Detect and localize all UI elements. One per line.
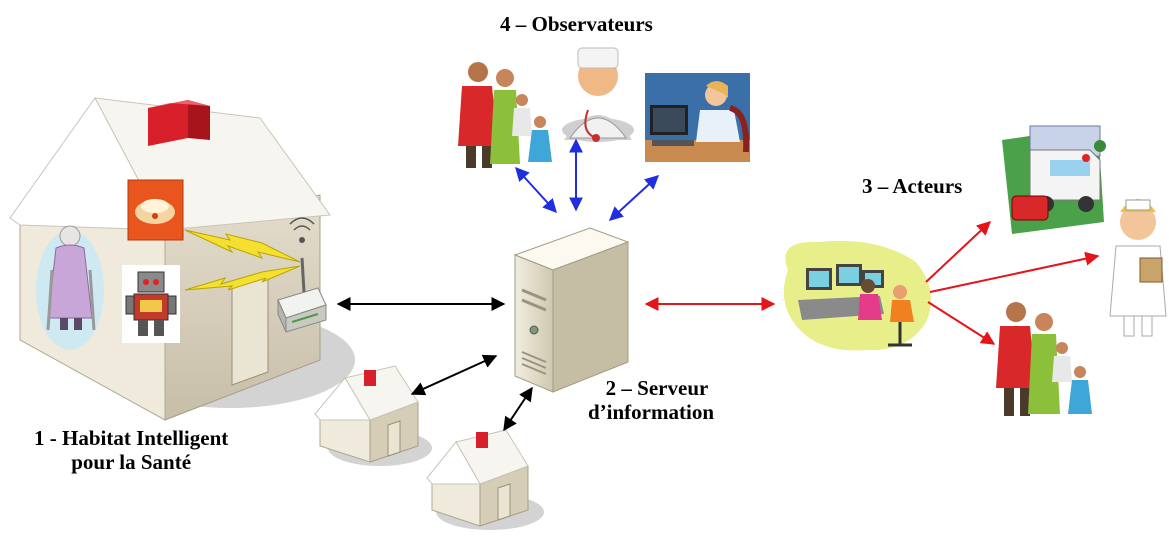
router-icon [277, 287, 327, 333]
small-home-2 [426, 429, 544, 530]
nurse-actor-arrow [929, 251, 1100, 293]
family-actor-icon [996, 302, 1092, 416]
actor-links [644, 221, 1100, 345]
elderly-person-icon [36, 225, 104, 350]
small-home-2-server-arrow [503, 386, 533, 432]
smoke-detector-icon [127, 179, 184, 241]
wireless-signal-icon [184, 229, 301, 263]
server-label-line-2: d’information [588, 400, 714, 425]
home-links [336, 297, 533, 432]
family-actor-arrow [927, 301, 996, 345]
home-label-line-1: 1 - Habitat Intelligent [34, 426, 229, 450]
observers-label: 4 – Observateurs [500, 12, 653, 36]
actors-label: 3 – Acteurs [862, 174, 963, 198]
call-center-observer-arrow [608, 175, 660, 221]
emergency-actor-arrow [925, 221, 992, 283]
ambulance-emergency-icon [1002, 125, 1106, 234]
server-icon [513, 227, 630, 393]
main-smart-home [9, 97, 355, 421]
server-label-line-1: 2 – Serveur [605, 376, 709, 400]
small-home-1-server-arrow [410, 354, 498, 396]
doctor-observer-icon [562, 47, 634, 142]
chimney [148, 100, 210, 146]
small-home-1 [314, 365, 432, 466]
antenna-icon [289, 217, 315, 293]
home-label: 1 - Habitat Intelligent pour la Santé [34, 426, 228, 474]
nurse-actor-icon [1109, 199, 1167, 337]
family-observer-icon [458, 62, 552, 168]
call-center-observer-icon [645, 73, 750, 162]
observer-links [515, 138, 660, 221]
wireless-signal-icon [184, 265, 301, 291]
family-observer-arrow [515, 166, 557, 214]
call-center-icon [783, 240, 932, 351]
house-door [231, 271, 269, 386]
home-label-line-2: pour la Santé [71, 450, 192, 475]
robot-icon [122, 265, 180, 343]
server-label: 2 – Serveur d’information [588, 376, 714, 424]
